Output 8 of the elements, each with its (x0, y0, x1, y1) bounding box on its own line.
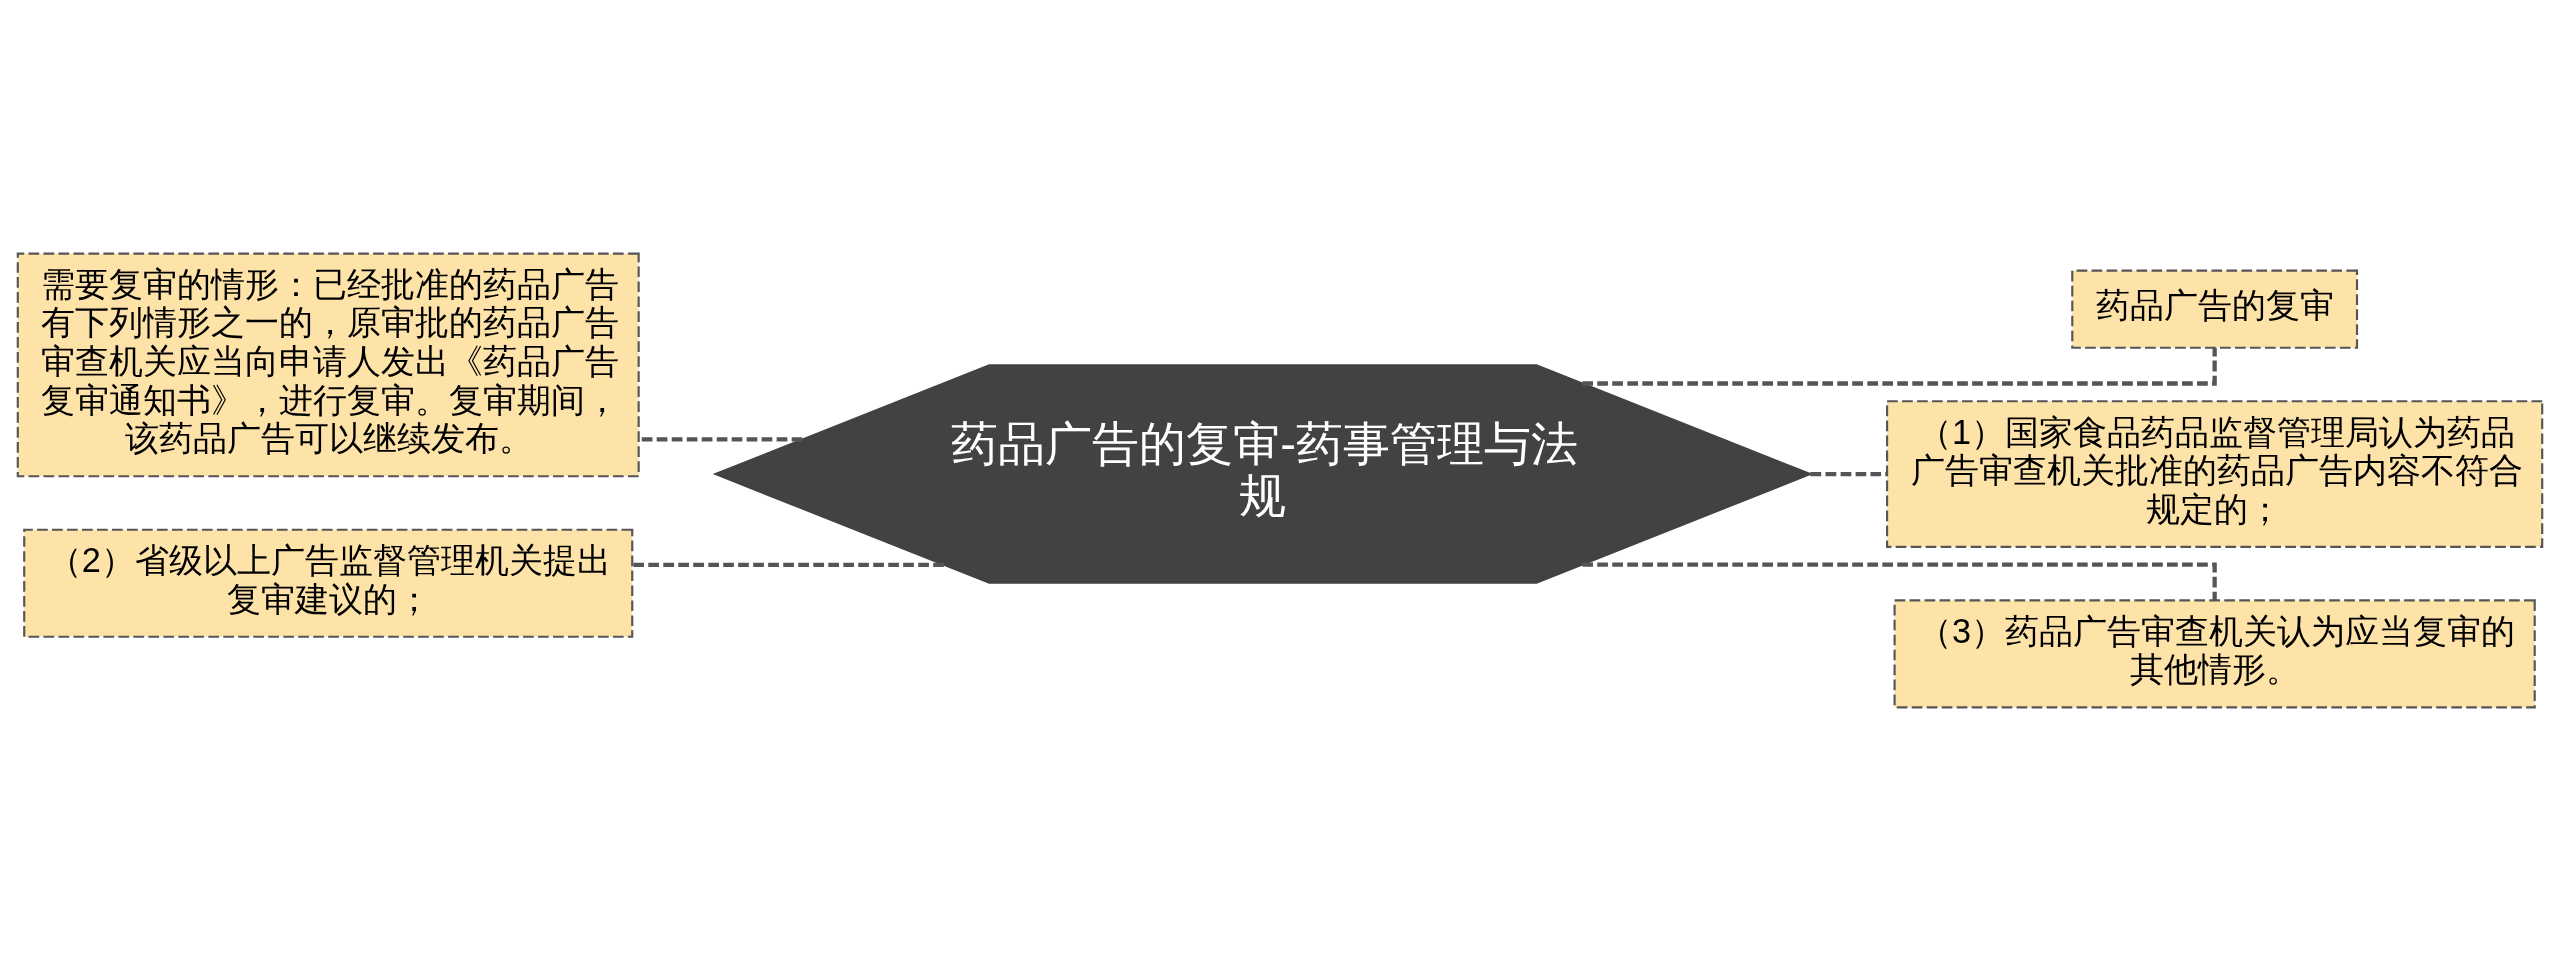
connector (1810, 471, 1887, 476)
node-box: （1）国家食品药品监督管理局认为药品广告审查机关批准的药品广告内容不符合规定的； (1886, 399, 2544, 548)
connector (639, 436, 803, 441)
node-box: （2）省级以上广告监督管理机关提出复审建议的； (23, 528, 634, 638)
node-box: 药品广告的复审 (2071, 269, 2359, 349)
connector (632, 562, 944, 567)
node-box: 需要复审的情形：已经批准的药品广告有下列情形之一的，原审批的药品广告审查机关应当向申请人发出《药品广告复审通知书》，进行复审。复审期间，该药品广告可以继续发布。 (16, 252, 640, 477)
node-box: （3）药品广告审查机关认为应当复审的其他情形。 (1893, 598, 2536, 708)
